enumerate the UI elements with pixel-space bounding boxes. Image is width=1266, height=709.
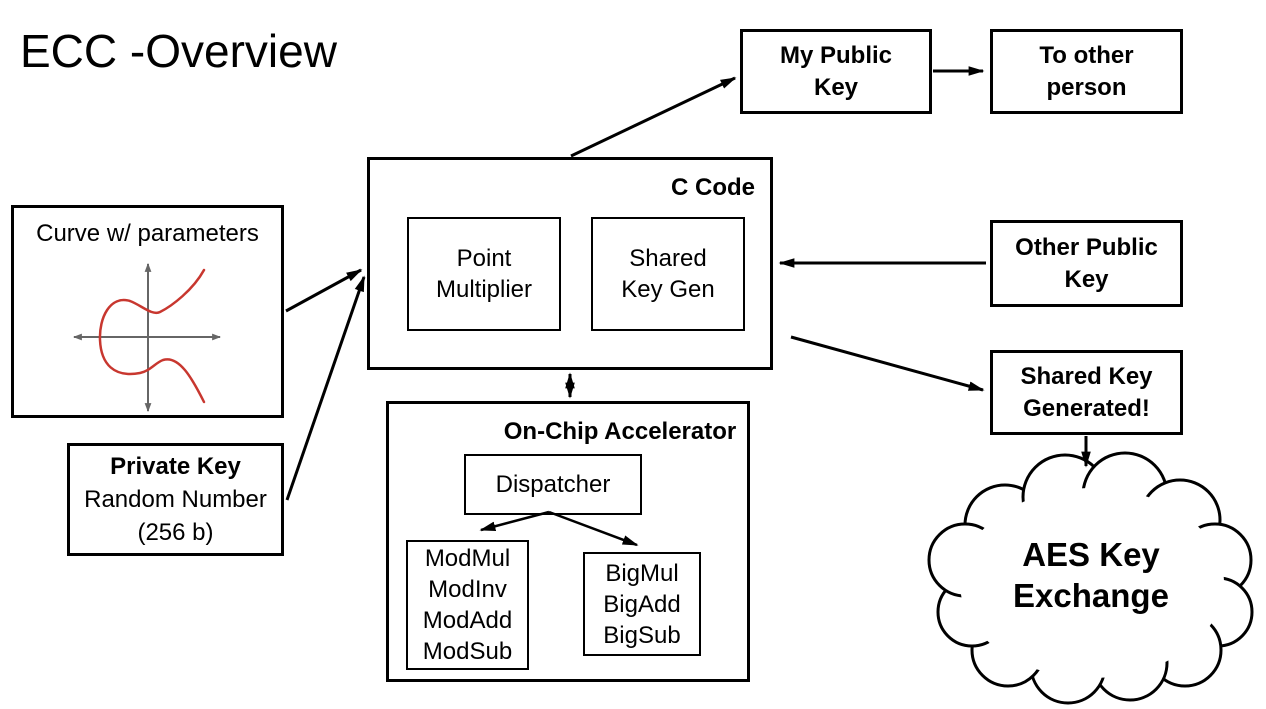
elliptic-curve-line [98, 268, 206, 404]
c-code-box: C Code Point Multiplier Shared Key Gen [367, 157, 773, 370]
shared-key-gen-box: Shared Key Gen [591, 217, 745, 331]
arrow-ccode-to-sharedkey [790, 335, 985, 392]
curve-parameters-box: Curve w/ parameters [11, 205, 284, 418]
page-title: ECC -Overview [20, 25, 337, 77]
big-units-label: BigMul BigAdd BigSub [603, 559, 681, 649]
dispatcher-label: Dispatcher [495, 470, 611, 498]
arrow-ccode-to-mypublickey [570, 76, 737, 158]
aes-key-exchange-label: AES Key Exchange [1013, 536, 1169, 615]
other-public-key-box: Other Public Key [990, 220, 1183, 307]
to-other-person-box: To other person [990, 29, 1183, 114]
my-public-key-label: My Public Key [779, 42, 893, 101]
point-multiplier-box: Point Multiplier [407, 217, 561, 331]
big-units-box: BigMul BigAdd BigSub [583, 552, 701, 656]
shared-key-gen-label: Shared Key Gen [621, 244, 715, 303]
mod-units-box: ModMul ModInv ModAdd ModSub [406, 540, 529, 670]
to-other-person-label: To other person [1039, 42, 1134, 101]
private-key-title: Private Key [110, 453, 241, 480]
shared-key-generated-box: Shared Key Generated! [990, 350, 1183, 435]
on-chip-accelerator-title: On-Chip Accelerator [503, 418, 737, 445]
dispatcher-box: Dispatcher [464, 454, 642, 515]
private-key-line3: (256 b) [137, 519, 214, 546]
private-key-line2: Random Number [84, 486, 267, 513]
shared-key-generated-label: Shared Key Generated! [1020, 363, 1153, 422]
arrow-curve-to-ccode [285, 268, 363, 313]
on-chip-accelerator-box: On-Chip Accelerator Dispatcher ModMul Mo… [386, 401, 750, 682]
point-multiplier-label: Point Multiplier [435, 244, 533, 303]
arrow-privatekey-to-ccode [285, 275, 366, 501]
my-public-key-box: My Public Key [740, 29, 932, 114]
mod-units-label: ModMul ModInv ModAdd ModSub [422, 545, 513, 665]
private-key-box: Private Key Random Number (256 b) [67, 443, 284, 556]
curve-parameters-label: Curve w/ parameters [36, 220, 259, 247]
other-public-key-label: Other Public Key [1015, 234, 1158, 293]
elliptic-curve-plot [72, 262, 222, 413]
c-code-title: C Code [671, 174, 755, 201]
